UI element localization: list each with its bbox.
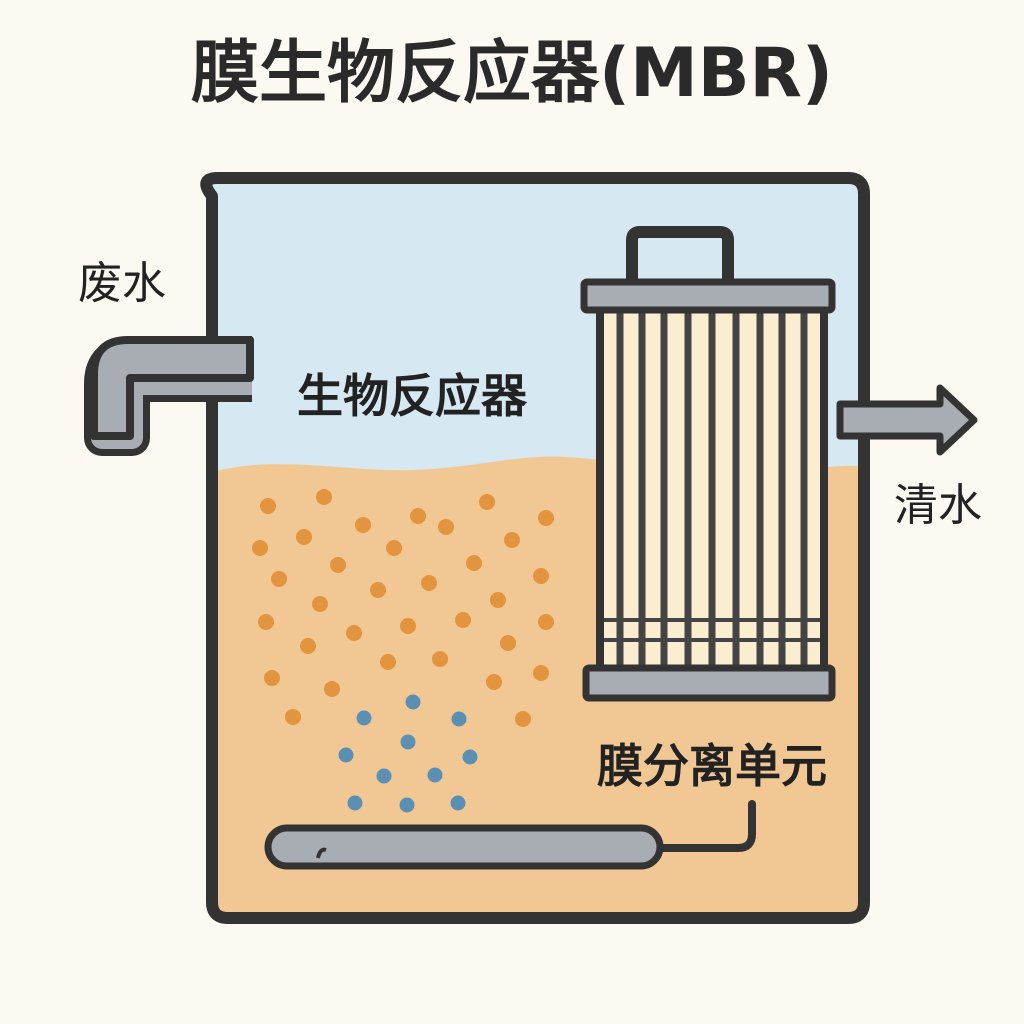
inlet-pipe	[84, 336, 254, 456]
inlet-pipe-body	[90, 336, 254, 440]
membrane-handle	[626, 226, 734, 284]
membrane-label: 膜分离单元	[597, 739, 827, 793]
tank-outline	[200, 172, 870, 924]
membrane-bottom-cap	[582, 664, 836, 702]
outlet-arrow-icon	[836, 384, 978, 456]
sludge-particles	[252, 489, 554, 727]
reactor-label: 生物反应器	[297, 369, 528, 423]
membrane-top-cap	[580, 278, 836, 314]
aerator-diffuser	[264, 800, 756, 870]
air-bubbles	[338, 694, 478, 813]
inlet-label: 废水	[78, 258, 166, 309]
membrane-fibers	[616, 308, 808, 672]
diagram-title: 膜生物反应器(MBR)	[191, 34, 833, 113]
membrane-module	[580, 226, 836, 702]
outlet-label: 清水	[894, 480, 982, 531]
